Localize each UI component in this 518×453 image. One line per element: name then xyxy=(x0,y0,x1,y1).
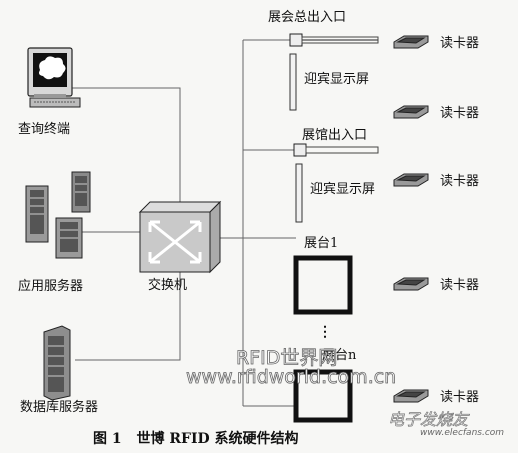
reader-label-4: 读卡器 xyxy=(440,278,480,293)
server-tower-icon xyxy=(25,171,91,259)
terminal-link xyxy=(70,87,181,202)
network-switch-icon xyxy=(138,200,222,274)
connection-lines xyxy=(70,39,298,407)
pavilion-gate-label: 展馆出入口 xyxy=(302,128,368,143)
db-server-icon xyxy=(43,325,71,401)
rfidworld-watermark: RFID世界网 xyxy=(236,347,338,370)
figure-title: 世博 RFID 系统硬件结构 xyxy=(136,431,299,447)
db-server-label: 数据库服务器 xyxy=(20,400,99,415)
reader-label-1: 读卡器 xyxy=(440,36,480,51)
elecfans-url-watermark: www.elecfans.com xyxy=(420,428,505,438)
welcome-screen-1-label: 迎宾显示屏 xyxy=(304,72,370,87)
booth-ellipsis: ⋮ xyxy=(318,324,332,340)
figure-caption: 图 1 世博 RFID 系统硬件结构 xyxy=(93,428,309,448)
switch-label: 交换机 xyxy=(148,278,188,293)
display-panel-icon xyxy=(289,53,297,111)
gate-sensor-icon xyxy=(293,143,379,157)
figure-number: 图 1 xyxy=(93,431,122,447)
reader-label-5: 读卡器 xyxy=(440,390,480,405)
dbserver-link xyxy=(75,272,181,361)
booth-1-frame xyxy=(293,255,353,315)
display-panel-icon xyxy=(295,163,303,223)
elecfans-logo-watermark: 电子发烧友 xyxy=(388,410,469,430)
reader-label-2: 读卡器 xyxy=(440,106,480,121)
reader-label-3: 读卡器 xyxy=(440,174,480,189)
card-reader-icon xyxy=(393,35,429,403)
booth-n-label: 展台n xyxy=(322,348,357,363)
rfidworld-url-watermark: www.rfidworld.com.cn xyxy=(186,366,397,389)
booth-n-frame xyxy=(293,369,353,423)
main-gate-label: 展会总出入口 xyxy=(268,10,347,25)
query-terminal-label: 查询终端 xyxy=(18,122,71,137)
app-server-label: 应用服务器 xyxy=(18,279,84,294)
monitor-icon xyxy=(27,47,81,108)
gate-sensor-icon xyxy=(289,33,379,47)
booth-1-label: 展台1 xyxy=(304,236,339,251)
welcome-screen-2-label: 迎宾显示屏 xyxy=(310,182,376,197)
